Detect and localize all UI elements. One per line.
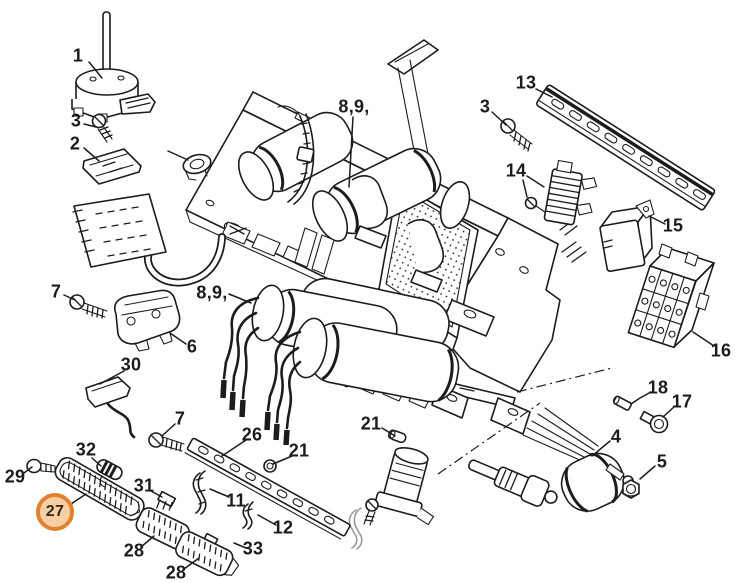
callout-part-18[interactable]: 18 (647, 377, 669, 398)
callout-part-3-upper-left[interactable]: 3 (70, 110, 82, 131)
callout-part-26[interactable]: 26 (241, 424, 263, 445)
part-floor-components (221, 221, 335, 275)
callout-part-21-left[interactable]: 21 (288, 440, 310, 461)
part-7-screw-upper (69, 294, 108, 319)
part-clamp-straps (351, 175, 444, 293)
callout-part-30[interactable]: 30 (120, 354, 142, 375)
part-14-terminal-block (524, 159, 598, 226)
callout-part-8-9-middle[interactable]: 8,9, (196, 282, 228, 303)
part-capacitor-wires (220, 296, 302, 446)
part-21-pin (387, 429, 407, 444)
part-hose (143, 233, 226, 287)
part-cylindrical-device (467, 459, 558, 507)
part-11-spring-clip-second (348, 507, 363, 550)
part-18-pin (612, 395, 632, 411)
part-solenoid-screw (363, 498, 379, 526)
callout-part-31[interactable]: 31 (133, 475, 155, 496)
part-6-switch-module (113, 289, 181, 352)
part-21-nut (263, 459, 277, 473)
assembly-axis-lines (437, 367, 613, 475)
part-17-bolt (639, 410, 669, 434)
part-28-terminal-block-left (135, 507, 196, 551)
part-7-screw-lower (148, 432, 185, 452)
part-29-bolt (26, 458, 56, 474)
part-3-screw-upper-left (91, 113, 113, 143)
part-circuit-board (72, 193, 167, 268)
callout-part-14[interactable]: 14 (505, 160, 527, 181)
callout-part-3-upper-right[interactable]: 3 (479, 96, 491, 117)
part-12-clip (242, 501, 254, 530)
part-capacitor-lower-right (292, 317, 460, 403)
callout-part-33[interactable]: 33 (242, 538, 264, 559)
part-3-screw-upper-right (500, 118, 533, 152)
callout-part-7-upper[interactable]: 7 (50, 281, 62, 302)
callout-part-11[interactable]: 11 (226, 490, 246, 511)
callout-part-4[interactable]: 4 (610, 426, 622, 447)
callout-part-28-right[interactable]: 28 (165, 562, 187, 583)
part-30-fuse-holder (85, 376, 136, 439)
part-15-relay (599, 199, 655, 273)
callout-part-32[interactable]: 32 (75, 439, 97, 460)
part-solenoid (374, 446, 435, 526)
part-16-contactor (627, 243, 715, 349)
part-28-terminal-block-right (175, 531, 240, 577)
callout-part-2[interactable]: 2 (69, 133, 81, 154)
part-cable-tie (277, 105, 315, 205)
part-4-capacitor (522, 407, 634, 513)
part-2-bracket (82, 148, 142, 185)
callout-part-27[interactable]: 27 (36, 493, 74, 531)
callout-part-12[interactable]: 12 (272, 517, 294, 538)
callout-part-21-right[interactable]: 21 (360, 413, 382, 434)
part-11-spring-clip (192, 470, 207, 515)
callout-part-8-9-top[interactable]: 8,9, (338, 96, 370, 117)
callout-part-6[interactable]: 6 (186, 336, 198, 357)
callout-part-29[interactable]: 29 (4, 466, 26, 487)
callout-part-5[interactable]: 5 (656, 451, 668, 472)
part-13-din-rail (536, 84, 716, 211)
callout-part-1[interactable]: 1 (72, 45, 84, 66)
callout-part-28-left[interactable]: 28 (123, 540, 145, 561)
part-5-nut (622, 479, 640, 499)
part-capacitor-rear-end (439, 181, 471, 229)
part-capacitor-top-right (311, 147, 442, 242)
callout-part-17[interactable]: 17 (671, 391, 693, 412)
callout-part-16[interactable]: 16 (710, 340, 732, 361)
callout-part-15[interactable]: 15 (662, 215, 684, 236)
callout-part-13[interactable]: 13 (515, 72, 537, 93)
callout-part-7-lower[interactable]: 7 (174, 408, 186, 429)
part-1-switch-assembly (71, 11, 156, 123)
part-26-rail (184, 437, 351, 540)
leader-lines (23, 61, 715, 570)
part-grommet (167, 150, 212, 181)
